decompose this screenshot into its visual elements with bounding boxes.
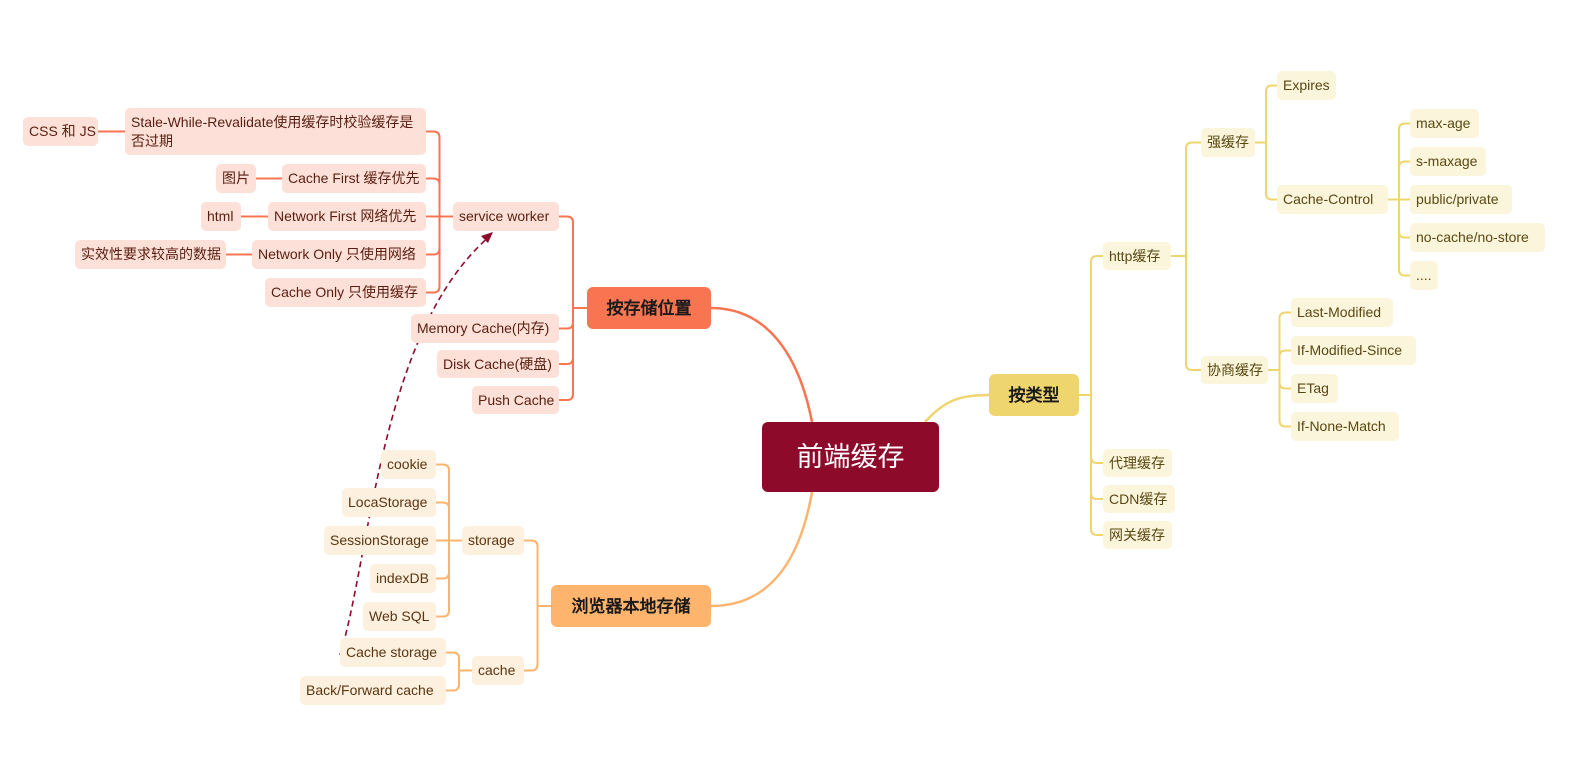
elbow-connector: [1268, 349, 1291, 371]
node-negotiation-cache[interactable]: 协商缓存: [1201, 356, 1268, 384]
elbow-connector: [524, 605, 551, 672]
node-no-cache-no-store[interactable]: no-cache/no-store: [1410, 223, 1545, 252]
node-cookie[interactable]: cookie: [381, 450, 436, 479]
node-storage[interactable]: storage: [462, 526, 524, 555]
elbow-connector: [1388, 198, 1410, 277]
elbow-connector: [426, 177, 453, 218]
elbow-connector: [1388, 160, 1410, 201]
elbow-connector: [1268, 369, 1291, 428]
node-images[interactable]: 图片: [216, 164, 256, 193]
node-public-private[interactable]: public/private: [1410, 185, 1512, 214]
branch-by-type[interactable]: 按类型: [989, 374, 1079, 416]
node-back-forward-cache[interactable]: Back/Forward cache: [300, 676, 446, 705]
node-s-maxage[interactable]: s-maxage: [1410, 147, 1486, 176]
node-etag[interactable]: ETag: [1291, 374, 1338, 403]
node-cache-only[interactable]: Cache Only 只使用缓存: [265, 278, 426, 307]
branch-connector: [710, 491, 814, 608]
arrowhead-icon: [481, 232, 493, 243]
elbow-connector: [1268, 311, 1291, 371]
node-ellipsis[interactable]: ....: [1410, 261, 1438, 290]
elbow-connector: [1255, 141, 1277, 201]
node-if-none-match[interactable]: If-None-Match: [1291, 412, 1399, 441]
elbow-connector: [1079, 255, 1103, 396]
node-indexdb[interactable]: indexDB: [370, 564, 436, 593]
node-last-modified[interactable]: Last-Modified: [1291, 298, 1393, 327]
node-stale-while-revalidate[interactable]: Stale-While-Revalidate使用缓存时校验缓存是否过期: [125, 108, 426, 155]
node-cache-storage[interactable]: Cache storage: [340, 638, 446, 667]
elbow-connector: [446, 651, 472, 672]
branch-connector: [924, 393, 990, 423]
node-localstorage[interactable]: LocaStorage: [342, 488, 436, 517]
node-cache-first[interactable]: Cache First 缓存优先: [282, 164, 426, 193]
elbow-connector: [559, 307, 587, 401]
root-node[interactable]: 前端缓存: [762, 422, 939, 492]
node-network-first[interactable]: Network First 网络优先: [268, 202, 426, 231]
node-memory-cache[interactable]: Memory Cache(内存): [411, 314, 559, 343]
elbow-connector: [446, 669, 472, 692]
node-html[interactable]: html: [201, 202, 241, 231]
dashed-arrow-cache-storage-to-service-worker: [339, 235, 491, 656]
elbow-connector: [1171, 141, 1201, 257]
node-disk-cache[interactable]: Disk Cache(硬盘): [437, 350, 559, 378]
elbow-connector: [1255, 84, 1277, 144]
node-gateway-cache[interactable]: 网关缓存: [1103, 521, 1172, 549]
elbow-connector: [524, 539, 551, 607]
node-http-cache[interactable]: http缓存: [1103, 242, 1171, 270]
elbow-connector: [436, 463, 462, 542]
elbow-connector: [1388, 122, 1410, 201]
elbow-connector: [426, 130, 453, 218]
node-service-worker[interactable]: service worker: [453, 202, 559, 231]
elbow-connector: [426, 215, 453, 294]
node-cdn-cache[interactable]: CDN缓存: [1103, 485, 1175, 513]
branch-connector: [710, 306, 814, 423]
node-proxy-cache[interactable]: 代理缓存: [1103, 449, 1172, 477]
branch-browser-local-storage[interactable]: 浏览器本地存储: [551, 585, 711, 627]
node-cache[interactable]: cache: [472, 656, 524, 685]
node-sessionstorage[interactable]: SessionStorage: [324, 526, 436, 555]
node-cache-control[interactable]: Cache-Control: [1277, 185, 1388, 214]
node-if-modified-since[interactable]: If-Modified-Since: [1291, 336, 1416, 365]
elbow-connector: [559, 215, 587, 309]
node-max-age[interactable]: max-age: [1410, 109, 1479, 138]
node-realtime-data[interactable]: 实效性要求较高的数据: [75, 240, 226, 269]
node-network-only[interactable]: Network Only 只使用网络: [252, 240, 426, 269]
elbow-connector: [1079, 394, 1103, 536]
elbow-connector: [436, 501, 462, 542]
node-push-cache[interactable]: Push Cache: [472, 386, 559, 414]
node-css-js[interactable]: CSS 和 JS: [23, 117, 98, 146]
node-websql[interactable]: Web SQL: [363, 602, 436, 631]
branch-storage-location[interactable]: 按存储位置: [587, 287, 711, 329]
elbow-connector: [436, 539, 462, 618]
node-expires[interactable]: Expires: [1277, 71, 1336, 100]
elbow-connector: [1171, 255, 1201, 371]
node-strong-cache[interactable]: 强缓存: [1201, 128, 1255, 157]
